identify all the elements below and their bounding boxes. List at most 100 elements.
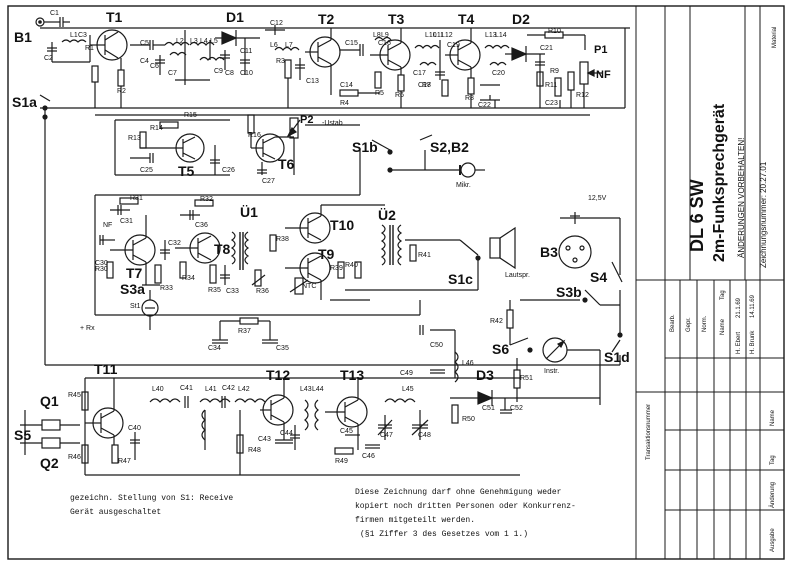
label-s1a: S1a — [12, 94, 37, 110]
designator-c44: C44 — [280, 430, 293, 437]
designator-l40: L40 — [152, 386, 164, 393]
label-rx: + Rx — [80, 325, 95, 332]
designator-c14: C14 — [340, 82, 353, 89]
tb-signature-1: H. Ebert — [736, 331, 742, 354]
title-changes: ÄNDERUNGEN VORBEHALTEN! — [737, 137, 746, 258]
designator-l14: L14 — [495, 32, 507, 39]
designator-l13: L13 — [485, 32, 497, 39]
label-q1: Q1 — [40, 393, 59, 409]
designator-r30: R30 — [95, 266, 108, 273]
designator-c1: C1 — [50, 10, 59, 17]
designator-l6: L6 — [270, 42, 278, 49]
crystal-q1 — [41, 419, 61, 431]
designator-c8: C8 — [225, 70, 234, 77]
designator-l7: L7 — [285, 42, 293, 49]
designator-r41: R41 — [418, 252, 431, 259]
designator-c25: C25 — [140, 167, 153, 174]
label-s3a: S3a — [120, 281, 145, 297]
designator-r38: R38 — [276, 236, 289, 243]
designator-l41: L41 — [205, 386, 217, 393]
diode-d1 — [221, 31, 238, 45]
rf-receiver-section — [35, 17, 630, 116]
designator-c33: C33 — [226, 288, 239, 295]
designator-c15: C15 — [345, 40, 358, 47]
designator-c47: C47 — [380, 432, 393, 439]
loudspeaker-cone — [499, 226, 516, 270]
microphone-symbol — [460, 162, 476, 178]
label-t8: T8 — [214, 241, 231, 257]
tb-date-1: 21.1.69 — [736, 297, 742, 318]
tb-row-gepr: Gepr. — [686, 317, 692, 332]
tb-col-tag: Tag — [770, 455, 776, 465]
designator-r16: R16 — [248, 132, 261, 139]
designator-c40: C40 — [128, 425, 141, 432]
tb-col-aenderung: Änderung — [770, 481, 776, 508]
designator-r32: R32 — [200, 196, 213, 203]
label-nf: NF — [596, 69, 611, 81]
mid-section — [39, 94, 485, 365]
designator-c46: C46 — [362, 453, 375, 460]
designator-c50: C50 — [430, 342, 443, 349]
designator-r49: R49 — [335, 458, 348, 465]
label-u2: Ü2 — [378, 207, 396, 223]
designator-r4: R4 — [340, 100, 349, 107]
label-s4: S4 — [590, 269, 608, 285]
designator-r33: R33 — [160, 285, 173, 292]
tb-row-bearb: Bearb. — [670, 314, 676, 332]
designator-c45: C45 — [340, 428, 353, 435]
designator-c42: C42 — [222, 385, 235, 392]
label-u1: Ü1 — [240, 204, 258, 220]
designator-c4: C4 — [140, 58, 149, 65]
title-model: DL 6 SW — [687, 179, 707, 252]
designator-c5: C5 — [140, 40, 149, 47]
transmitter-section — [20, 325, 600, 476]
designator-c31: C31 — [120, 218, 133, 225]
designator-c3: C3 — [78, 32, 87, 39]
designator-r47: R47 — [118, 458, 131, 465]
designator-c34: C34 — [208, 345, 221, 352]
designator-c13: C13 — [306, 78, 319, 85]
designator-c26: C26 — [222, 167, 235, 174]
designator-c18: C18 — [418, 82, 431, 89]
label-t13: T13 — [340, 367, 365, 383]
label-t10: T10 — [330, 217, 355, 233]
designator-c49: C49 — [400, 370, 413, 377]
designator-c41: C41 — [180, 385, 193, 392]
tb-header-name: Name — [720, 318, 726, 335]
designator-r3: R3 — [276, 58, 285, 65]
designator-c7: C7 — [168, 70, 177, 77]
label-s2b2: S2,B2 — [430, 139, 469, 155]
designator-r36: R36 — [256, 288, 269, 295]
label-t6: T6 — [278, 156, 295, 172]
designator-l9: L9 — [381, 32, 389, 39]
designator-r7: R7 — [422, 82, 431, 89]
designator-c21: C21 — [540, 45, 553, 52]
label-d2: D2 — [512, 11, 530, 27]
designator-l44: L44 — [312, 386, 324, 393]
note-legal-2: kopiert noch dritten Personen oder Konku… — [355, 502, 576, 511]
label-s5: S5 — [14, 427, 32, 443]
note-position-1: gezeichn. Stellung von S1: Receive — [70, 494, 234, 503]
designator-r11: R11 — [545, 82, 558, 89]
label-b3: B3 — [540, 244, 558, 260]
designator-c12: C12 — [270, 20, 283, 27]
note-position-2: Gerät ausgeschaltet — [70, 508, 162, 517]
label-12v: 12,5V — [588, 195, 607, 202]
label-q2: Q2 — [40, 455, 59, 471]
diode-d2 — [511, 47, 528, 61]
connector-b3 — [558, 235, 592, 269]
label-t9: T9 — [318, 246, 335, 262]
designator-r35: R35 — [208, 287, 221, 294]
diode-d3 — [477, 391, 494, 405]
designator-c11: C11 — [240, 48, 253, 55]
designator-l46: L46 — [462, 360, 474, 367]
note-legal-1: Diese Zeichnung darf ohne Genehmigung we… — [355, 488, 562, 497]
designator-r34: R34 — [182, 275, 195, 282]
label-t11: T11 — [94, 361, 118, 377]
label-t4: T4 — [458, 11, 475, 27]
designator-r40: R40 — [345, 262, 358, 269]
designator-l11: L11 — [433, 32, 445, 39]
label-t7: T7 — [126, 265, 143, 281]
designator-r2: R2 — [117, 88, 126, 95]
label-s3b: S3b — [556, 284, 582, 300]
